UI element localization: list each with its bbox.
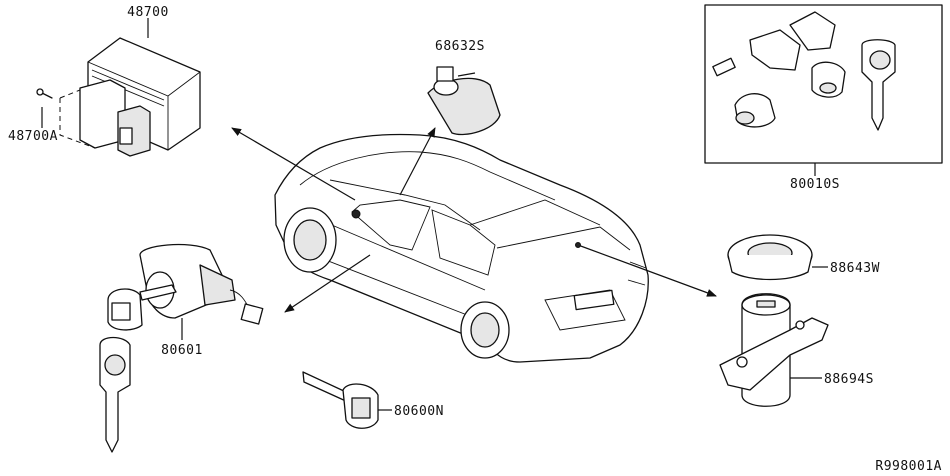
label-trunk-lock-cylinder: 88694S xyxy=(824,372,874,387)
trunk-lock-cylinder-part xyxy=(719,293,829,407)
sedan-car-illustration xyxy=(274,133,649,363)
label-ecu-module: 48700 xyxy=(127,5,169,20)
label-door-lock-cylinder: 80601 xyxy=(161,343,203,358)
cylinder-set-box xyxy=(704,4,943,176)
label-escutcheon-ring: 88643W xyxy=(830,261,880,276)
blank-key-part xyxy=(302,371,392,429)
ecu-module-part xyxy=(36,18,201,157)
label-blank-key: 80600N xyxy=(394,404,444,419)
door-lock-cylinder-part xyxy=(99,243,264,453)
label-ecu-screw: 48700A xyxy=(8,129,58,144)
label-cylinder-set: 80010S xyxy=(790,177,840,192)
leader-arrows xyxy=(231,127,717,313)
part-number-labels: 48700 48700A 68632S 80010S 88643W 88694S… xyxy=(8,5,942,474)
diagram-code: R998001A xyxy=(875,459,942,474)
escutcheon-ring-part xyxy=(727,234,828,281)
label-cylinder-insert: 68632S xyxy=(435,39,485,54)
cylinder-insert-part xyxy=(427,66,501,136)
